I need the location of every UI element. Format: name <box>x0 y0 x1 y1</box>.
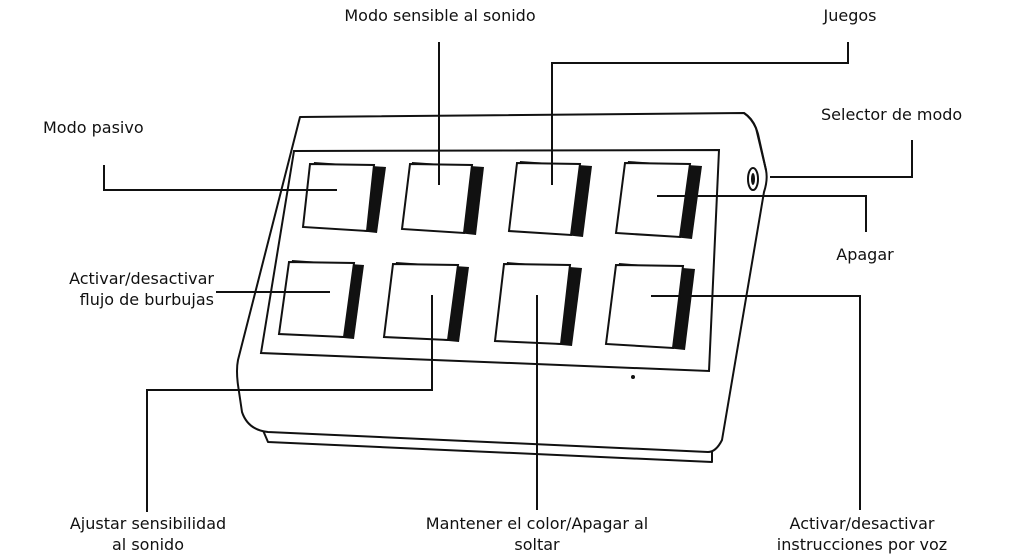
label-mode-selector: Selector de modo <box>821 105 963 124</box>
led-dot <box>631 375 635 379</box>
label-bubble-flow: Activar/desactivar flujo de burbujas <box>69 269 214 309</box>
button-voice[interactable] <box>604 263 695 350</box>
button-games[interactable] <box>507 161 592 237</box>
button-panel <box>259 148 721 373</box>
leader-voice <box>651 295 861 510</box>
leader-sensitivity <box>146 295 433 512</box>
label-power-off: Apagar <box>836 245 894 264</box>
button-passive-mode[interactable] <box>301 162 386 233</box>
button-sound-mode[interactable] <box>400 162 484 235</box>
label-sound-mode: Modo sensible al sonido <box>344 6 536 25</box>
label-games: Juegos <box>823 6 877 25</box>
button-hold-color[interactable] <box>493 262 582 346</box>
leader-power-off <box>657 195 867 232</box>
leader-mode-selector <box>770 140 913 178</box>
label-sensitivity: Ajustar sensibilidad al sonido <box>69 514 227 554</box>
label-hold-color: Mantener el color/Apagar al soltar <box>425 514 649 554</box>
leader-passive-mode <box>103 165 337 191</box>
label-passive-mode: Modo pasivo <box>43 118 144 137</box>
button-sensitivity[interactable] <box>382 262 469 342</box>
leader-games <box>551 42 849 185</box>
label-voice: Activar/desactivar instrucciones por voz <box>776 514 948 554</box>
leader-lines <box>103 42 913 512</box>
button-power-off[interactable] <box>614 161 702 239</box>
button-bubble-flow[interactable] <box>277 260 364 339</box>
